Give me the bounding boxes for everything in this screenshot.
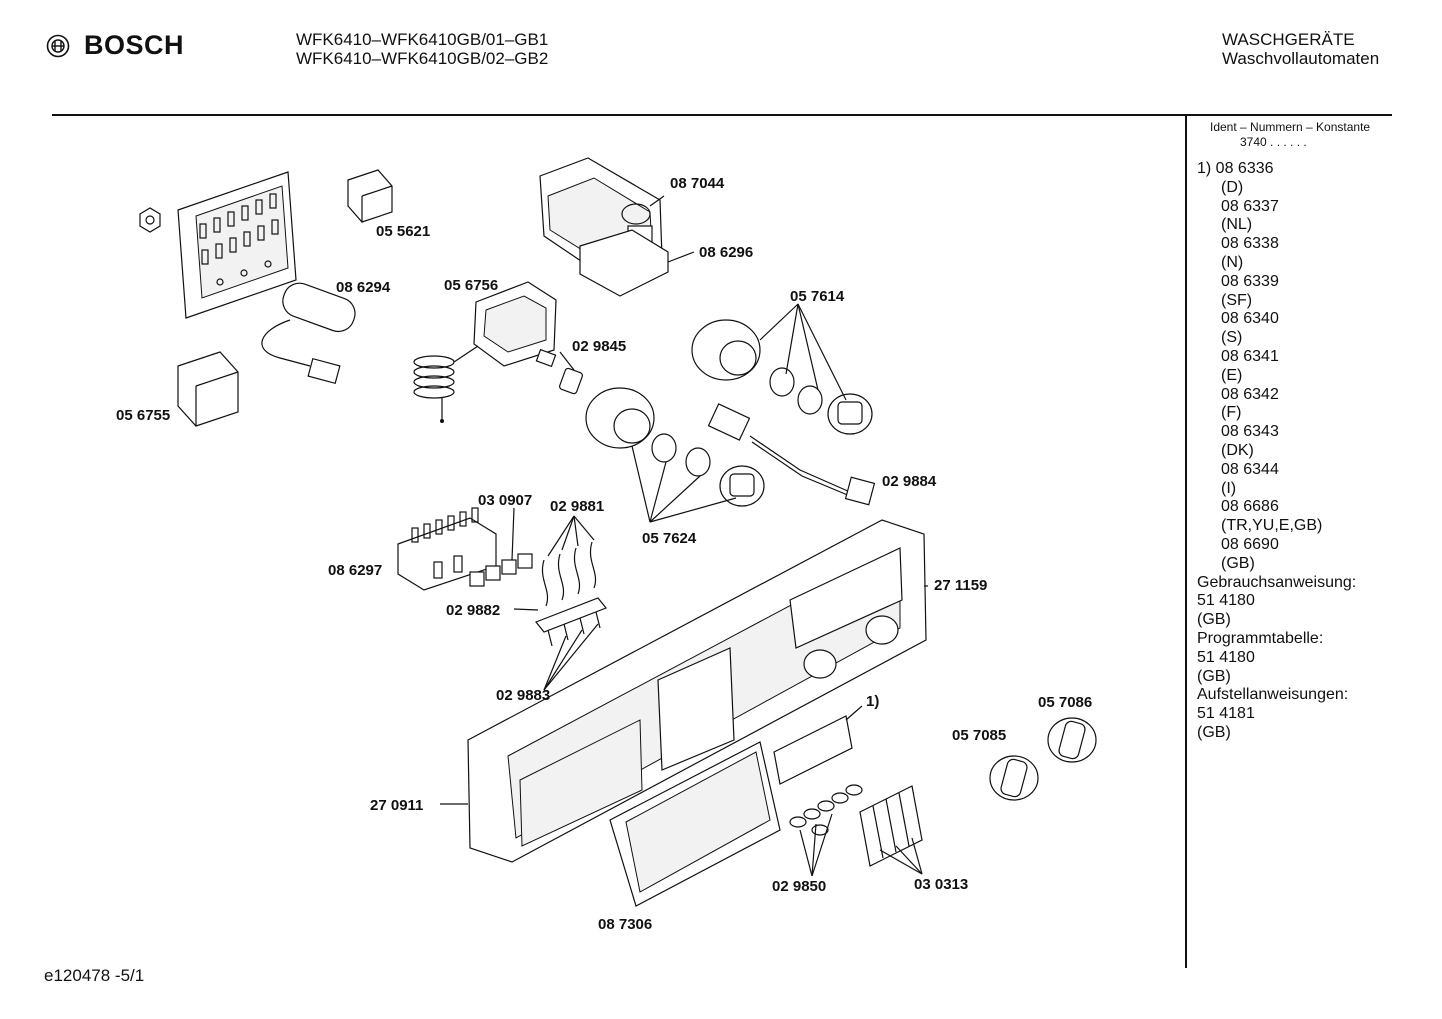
brand: BOSCH (46, 30, 184, 61)
parts-list-item: Programmtabelle: (1197, 629, 1324, 647)
wire-harness-part (707, 403, 876, 506)
part-labels: 08 7044 08 6296 05 5621 08 6294 05 6756 … (116, 175, 1092, 933)
leader-lines (440, 195, 928, 877)
part-label: 02 9845 (572, 338, 626, 355)
part-label: 05 5621 (376, 223, 430, 240)
circuit-board-part (177, 171, 297, 319)
part-label: 03 0907 (478, 492, 532, 509)
knob-cap-part (585, 319, 873, 507)
part-label: 05 6756 (444, 277, 498, 294)
model-numbers: WFK6410–WFK6410GB/01–GB1 WFK6410–WFK6410… (296, 30, 548, 68)
button-springs-part (789, 784, 863, 836)
part-label: 05 7086 (1038, 694, 1092, 711)
part-label: 08 6297 (328, 562, 382, 579)
parts-list-item: 08 6337 (1221, 197, 1279, 215)
part-label: 03 0313 (914, 876, 968, 893)
parts-list: 1) 08 6336(D)08 6337(NL)08 6338(N)08 633… (1197, 160, 1356, 743)
parts-list-item: 08 6338 (1221, 235, 1279, 253)
key-buttons-part (859, 785, 923, 867)
parts-list-item: (NL) (1221, 216, 1253, 234)
hex-nut-part (139, 207, 161, 233)
door-lock-switch-part (413, 281, 557, 423)
parts-list-item: 08 6690 (1221, 535, 1279, 553)
part-label: 02 9884 (882, 473, 937, 490)
model-line: WFK6410–WFK6410GB/01–GB1 (296, 30, 549, 49)
header-divider (52, 114, 1392, 116)
parts-list-item: (F) (1221, 404, 1242, 422)
part-label: 05 6755 (116, 407, 170, 424)
parts-list-item: (I) (1221, 479, 1237, 497)
parts-list-item: 08 6343 (1221, 423, 1279, 441)
selector-knob-part (989, 717, 1097, 801)
detergent-drawer-handle-part (609, 741, 781, 907)
contact-comb-part (535, 597, 607, 647)
part-label: 02 9883 (496, 687, 550, 704)
push-button-caps-part (469, 553, 533, 587)
part-label: 05 7085 (952, 727, 1006, 744)
parts-list-item: (S) (1221, 329, 1243, 347)
parts-list-item: (N) (1221, 253, 1244, 271)
parts-list-item: (SF) (1221, 291, 1253, 309)
parts-list-item: 51 4181 (1197, 705, 1255, 723)
parts-list-item: (E) (1221, 366, 1243, 384)
parts-list-item: (DK) (1221, 441, 1254, 459)
part-label: 1) (866, 693, 879, 710)
model-line: WFK6410–WFK6410GB/02–GB2 (296, 49, 549, 68)
programme-label-strip-part (773, 715, 853, 785)
parts-list-item: 08 6342 (1221, 385, 1279, 403)
parts-list-item: 51 4180 (1197, 592, 1255, 610)
parts-list-item: 51 4180 (1197, 648, 1255, 666)
holder-part (579, 229, 669, 297)
parts-list-item: (GB) (1197, 667, 1231, 685)
parts-list-item: (GB) (1197, 611, 1231, 629)
small-connector-part (559, 367, 583, 395)
part-label: 27 1159 (934, 577, 987, 594)
parts-list-item: (GB) (1221, 554, 1255, 572)
exploded-parts-diagram: 08 7044 08 6296 05 5621 08 6294 05 6756 … (116, 157, 1097, 933)
part-label: 02 9882 (446, 602, 500, 619)
spring-clips-part (542, 541, 596, 607)
part-label: 02 9881 (550, 498, 604, 515)
brand-name: BOSCH (84, 30, 185, 60)
part-label: 05 7614 (790, 288, 845, 305)
category-subtitle: Waschvollautomaten (1222, 49, 1380, 68)
sidebar-divider (1185, 116, 1187, 968)
part-label: 08 7306 (598, 916, 652, 933)
part-label: 02 9850 (772, 878, 826, 895)
relay-part (347, 169, 393, 223)
part-label: 08 6294 (336, 279, 391, 296)
parts-list-item: 08 6344 (1221, 460, 1279, 478)
parts-list-item: 1) 08 6336 (1197, 160, 1274, 177)
control-panel-fascia-part (467, 519, 927, 863)
part-label: 08 6296 (699, 244, 753, 261)
document-code: e120478 -5/1 (44, 966, 145, 985)
konstante-value: 3740 . . . . . . (1240, 135, 1307, 149)
part-label: 08 7044 (670, 175, 725, 192)
parts-list-item: Aufstellanweisungen: (1197, 686, 1349, 704)
category-title: WASCHGERÄTE (1222, 30, 1355, 49)
part-label: 05 7624 (642, 530, 697, 547)
parts-list-item: (GB) (1197, 723, 1231, 741)
parts-list-item: 08 6686 (1221, 498, 1279, 516)
bosch-logo-icon (46, 34, 70, 57)
parts-list-item: (TR,YU,E,GB) (1221, 517, 1323, 535)
ident-label: Ident – Nummern – Konstante (1210, 120, 1371, 134)
parts-list-item: (D) (1221, 178, 1244, 196)
parts-list-item: 08 6339 (1221, 272, 1279, 290)
transformer-part (177, 351, 239, 427)
capacitor-part (261, 282, 356, 385)
parts-list-item: 08 6341 (1221, 347, 1279, 365)
part-label: 27 0911 (370, 797, 423, 814)
parts-list-item: Gebrauchsanweisung: (1197, 573, 1357, 591)
parts-list-item: 08 6340 (1221, 310, 1279, 328)
category: WASCHGERÄTE Waschvollautomaten (1222, 30, 1379, 68)
